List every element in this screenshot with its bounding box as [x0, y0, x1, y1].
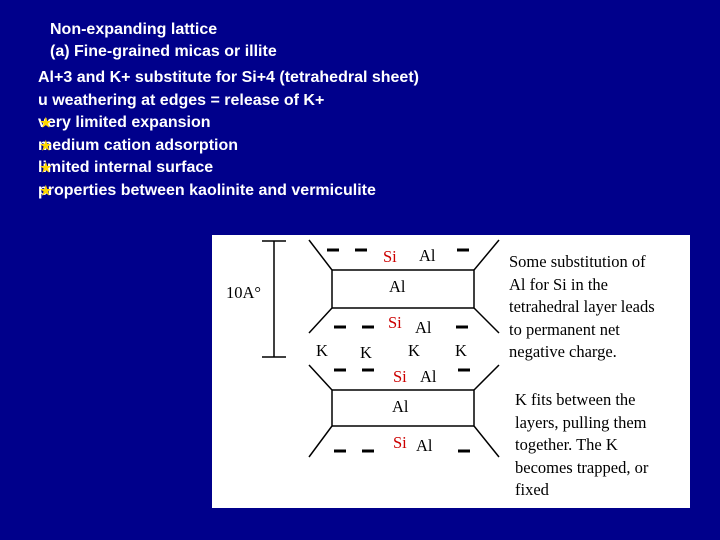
- bullet-item: ★very limited expansion: [38, 112, 419, 135]
- note-line: K fits between the: [515, 390, 636, 409]
- note-line: tetrahedral layer leads: [509, 297, 655, 316]
- al-label: Al: [415, 318, 432, 337]
- note-line: Al for Si in the: [509, 274, 608, 294]
- star-icon: ★: [40, 160, 52, 175]
- bullet-item: u weathering at edges = release of K+: [38, 90, 419, 113]
- bullet-text: medium cation adsorption: [38, 136, 239, 154]
- note-line: Some substitution of: [509, 252, 646, 271]
- al-label: Al: [389, 277, 406, 296]
- bullet-text: u weathering at edges = release of K+: [38, 91, 325, 109]
- bullet-text: very limited expansion: [38, 114, 211, 131]
- star-icon: ★: [40, 115, 52, 130]
- slide-title: Non-expanding lattice: [50, 21, 218, 38]
- al-label: Al: [416, 436, 433, 455]
- bullet-list: Al+3 and K+ substitute for Si+4 (tetrahe…: [38, 67, 419, 202]
- potassium-label: K: [455, 341, 467, 360]
- bullet-text: properties between kaolinite and vermicu…: [38, 181, 376, 199]
- substitution-note: Some substitution of Al for Si in the te…: [509, 251, 655, 364]
- bullet-item: ★properties between kaolinite and vermic…: [38, 180, 419, 203]
- si-label: Si: [383, 247, 397, 266]
- slide-subtitle: (a) Fine-grained micas or illite: [50, 43, 277, 60]
- al-label: Al: [419, 246, 436, 265]
- al-label: Al: [392, 397, 409, 416]
- si-label: Si: [393, 367, 407, 386]
- potassium-label: K: [316, 341, 328, 360]
- potassium-label: K: [360, 343, 372, 362]
- bullet-item: ★medium cation adsorption: [38, 135, 419, 158]
- illite-structure-figure: 10A° Si Al Al Si Al K K K K Si Al Al Si …: [212, 235, 690, 508]
- note-line: together. The K: [515, 435, 618, 454]
- scale-label: 10A°: [226, 283, 262, 302]
- bullet-item: Al+3 and K+ substitute for Si+4 (tetrahe…: [38, 67, 419, 90]
- bullet-item: ★limited internal surface: [38, 157, 419, 180]
- si-label: Si: [393, 433, 407, 452]
- potassium-note: K fits between the layers, pulling them …: [515, 389, 648, 502]
- al-label: Al: [420, 367, 437, 386]
- potassium-label: K: [408, 341, 420, 360]
- bullet-text: limited internal surface: [38, 159, 214, 176]
- si-label: Si: [388, 313, 402, 332]
- note-line: negative charge.: [509, 342, 617, 361]
- note-line: becomes trapped, or: [515, 457, 649, 477]
- bullet-text: Al+3 and K+ substitute for Si+4 (tetrahe…: [38, 69, 419, 86]
- star-icon: ★: [40, 182, 52, 198]
- layer-diagram: [262, 239, 500, 458]
- star-icon: ★: [40, 137, 52, 153]
- note-line: to permanent net: [509, 319, 620, 339]
- note-line: fixed: [515, 480, 549, 499]
- note-line: layers, pulling them: [515, 412, 647, 432]
